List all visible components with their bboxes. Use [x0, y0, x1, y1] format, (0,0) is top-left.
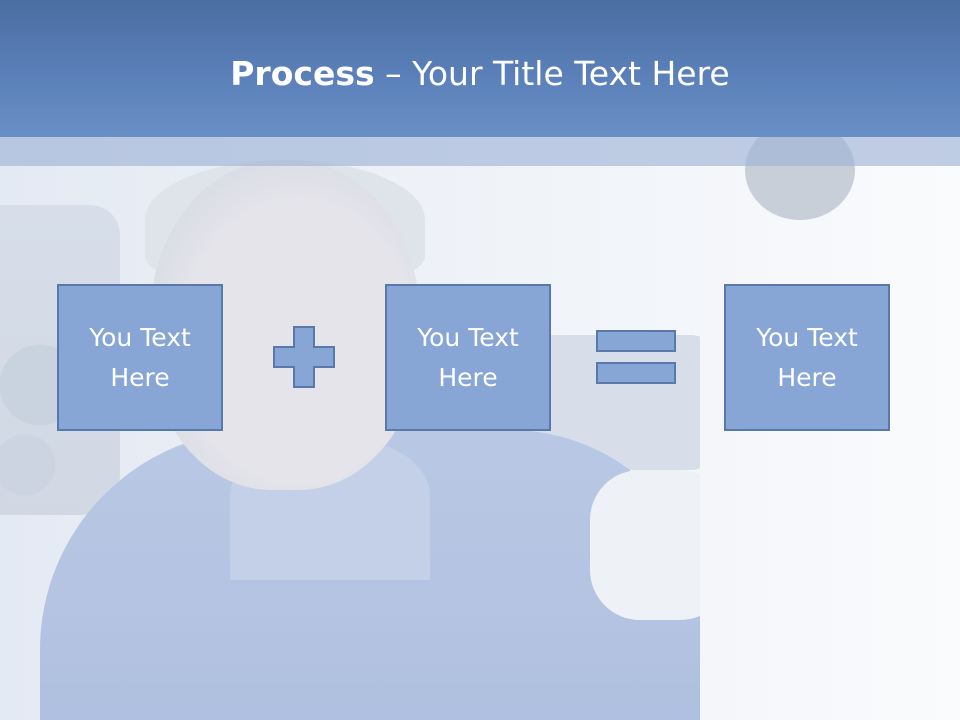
equals-icon [596, 330, 676, 384]
plus-icon [273, 326, 335, 388]
title-rest: – Your Title Text Here [374, 54, 730, 93]
text-box-3[interactable]: You Text Here [724, 284, 890, 431]
slide-title: Process – Your Title Text Here [0, 52, 960, 96]
title-strong: Process [230, 54, 375, 93]
header-band [0, 0, 960, 137]
text-box-2[interactable]: You Text Here [385, 284, 551, 431]
text-box-1[interactable]: You Text Here [57, 284, 223, 431]
text-box-2-label: You Text Here [417, 322, 519, 392]
text-box-1-label: You Text Here [89, 322, 191, 392]
text-box-3-label: You Text Here [756, 322, 858, 392]
sub-band [0, 137, 960, 166]
